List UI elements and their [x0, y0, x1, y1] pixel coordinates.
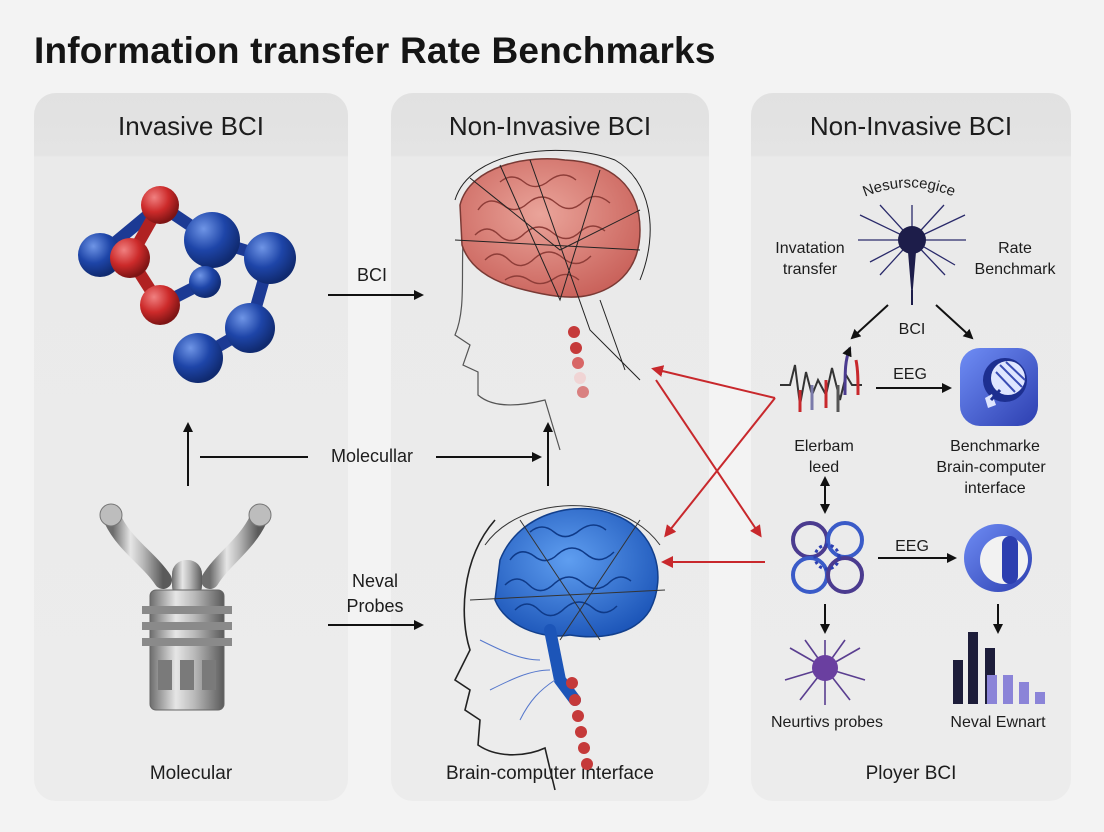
arc-label: Nesurscegice	[860, 174, 957, 200]
label-probes: Probes	[330, 596, 420, 617]
neural-knot-icon	[793, 523, 862, 592]
label-neurtivs-probes: Neurtivs probes	[754, 713, 900, 733]
label-eeg-top: EEG	[885, 365, 935, 385]
waveform-icon	[780, 348, 862, 412]
label-benchmarke: Benchmarke	[925, 437, 1065, 457]
circular-logo-icon	[964, 524, 1032, 592]
purple-neuron-icon	[785, 640, 865, 705]
label-leed: leed	[772, 458, 876, 478]
label-molecullar: Molecullar	[310, 446, 434, 467]
head-brain-pink-icon	[455, 150, 650, 450]
label-transfer: transfer	[758, 260, 862, 280]
arrow-down-left	[852, 305, 888, 338]
label-interface: interface	[925, 479, 1065, 499]
label-elerbam: Elerbam	[772, 437, 876, 457]
neuron-hub-icon	[858, 205, 966, 305]
molecule-icon	[78, 186, 296, 383]
label-invatation: Invatation	[758, 239, 862, 259]
label-rate: Rate	[970, 239, 1060, 259]
benchmark-app-icon	[960, 348, 1038, 426]
label-eeg-bottom: EEG	[885, 537, 939, 557]
head-brain-blue-icon	[455, 506, 665, 790]
label-neval: Neval	[330, 571, 420, 592]
bar-chart-icon	[953, 632, 1045, 704]
label-bci: BCI	[347, 265, 397, 286]
label-brain-computer: Brain-computer	[915, 458, 1067, 478]
label-bci-small: BCI	[887, 320, 937, 340]
arc-text: Nesurscegice	[860, 174, 957, 200]
label-benchmark: Benchmark	[955, 260, 1075, 280]
label-neval-ewnart: Neval Ewnart	[930, 713, 1066, 733]
cross-arrows	[654, 369, 775, 562]
arrow-down-right	[936, 305, 972, 338]
neural-probe-icon	[100, 504, 271, 710]
